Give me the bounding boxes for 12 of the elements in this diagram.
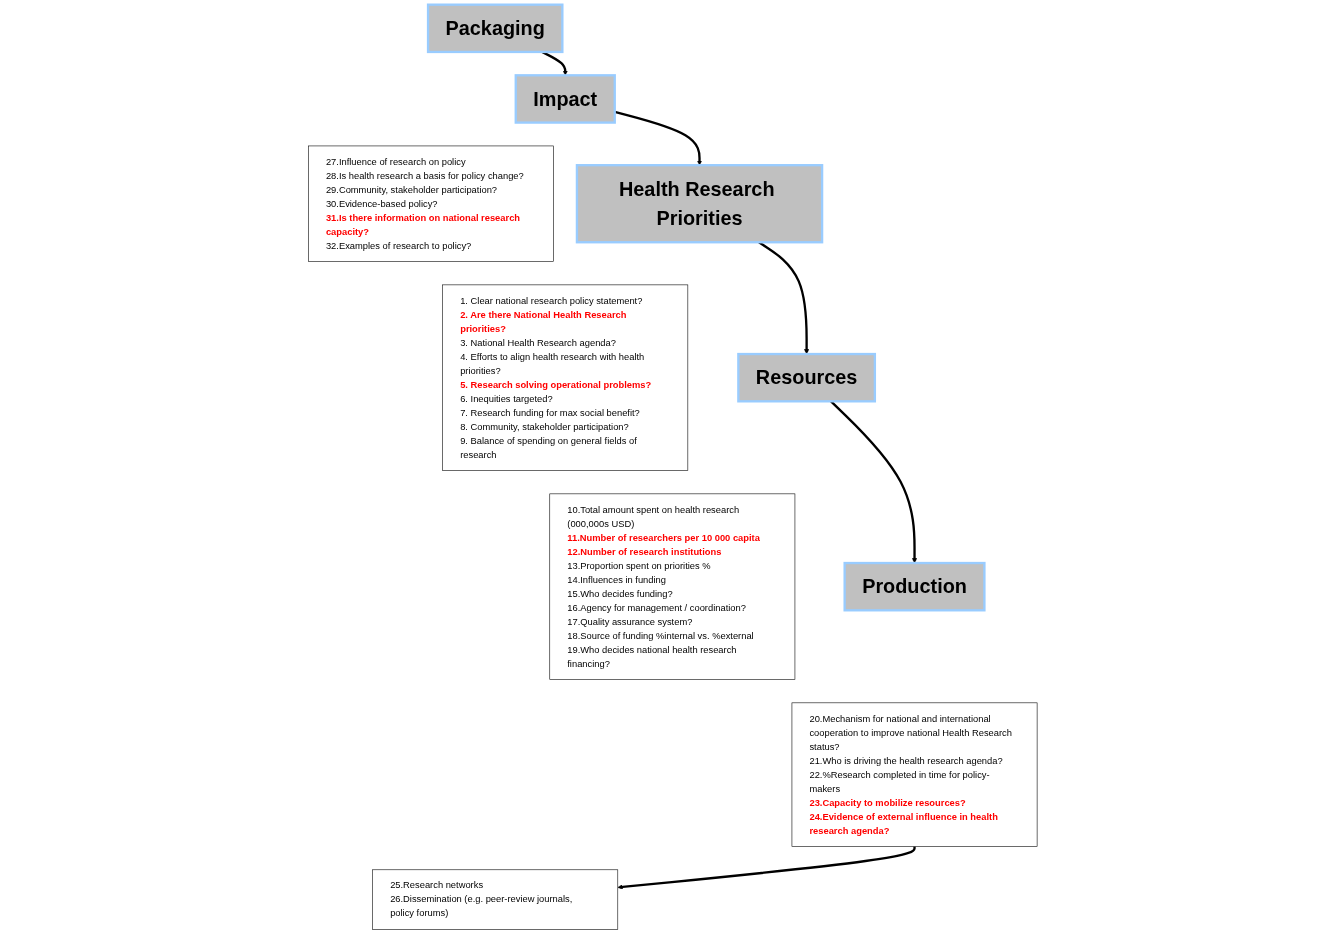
node-box: Packaging [426,3,564,54]
node-box: 1. Clear national research policy statement? 2. Are there National Health Research priorities? 3. National Health Research agenda? 4. Efforts to align health research with health priorities? 5. Research solving operational problems? 6. Inequities targeted? 7. Research funding for max social benefit? 8. Community, stakeholder participation? 9. Balance of spending on general fields of research [442,284,689,471]
node-box: 20.Mechanism for national and international cooperation to improve national Health Research status? 21.Who is driving the health research agenda? 22.%Research completed in time for policy-makers 23.Capacity to mobilize resources? 24.Evidence of external influence in health research agenda? [791,702,1038,847]
arrow [617,846,916,890]
node-box: 27.Influence of research on policy 28.Is health research a basis for policy change? 29.Community, stakeholder participation? 30.Evidence-based policy? 31.Is there information on national research capacity? 32.Examples of research to policy? [308,145,554,262]
node-box: Health Research Priorities [575,164,824,244]
node-box: 10.Total amount spent on health research (000,000s USD) 11.Number of researchers per 10 000 capita 12.Number of research institutions 13.Proportion spent on priorities % 14.Influences in funding 15.Who decides funding? 16.Agency for management / coordination? 17.Quality assurance system? 18.Source of funding %internal vs. %external 19.Who decides national health research financing? [549,493,796,680]
node-box: Production [843,561,986,612]
node-box: Resources [737,352,877,403]
node-box: Impact [514,74,616,124]
node-box: 25.Research networks 26.Dissemination (e.g. peer-review journals, policy forums) [372,869,619,930]
arrow [614,110,703,166]
